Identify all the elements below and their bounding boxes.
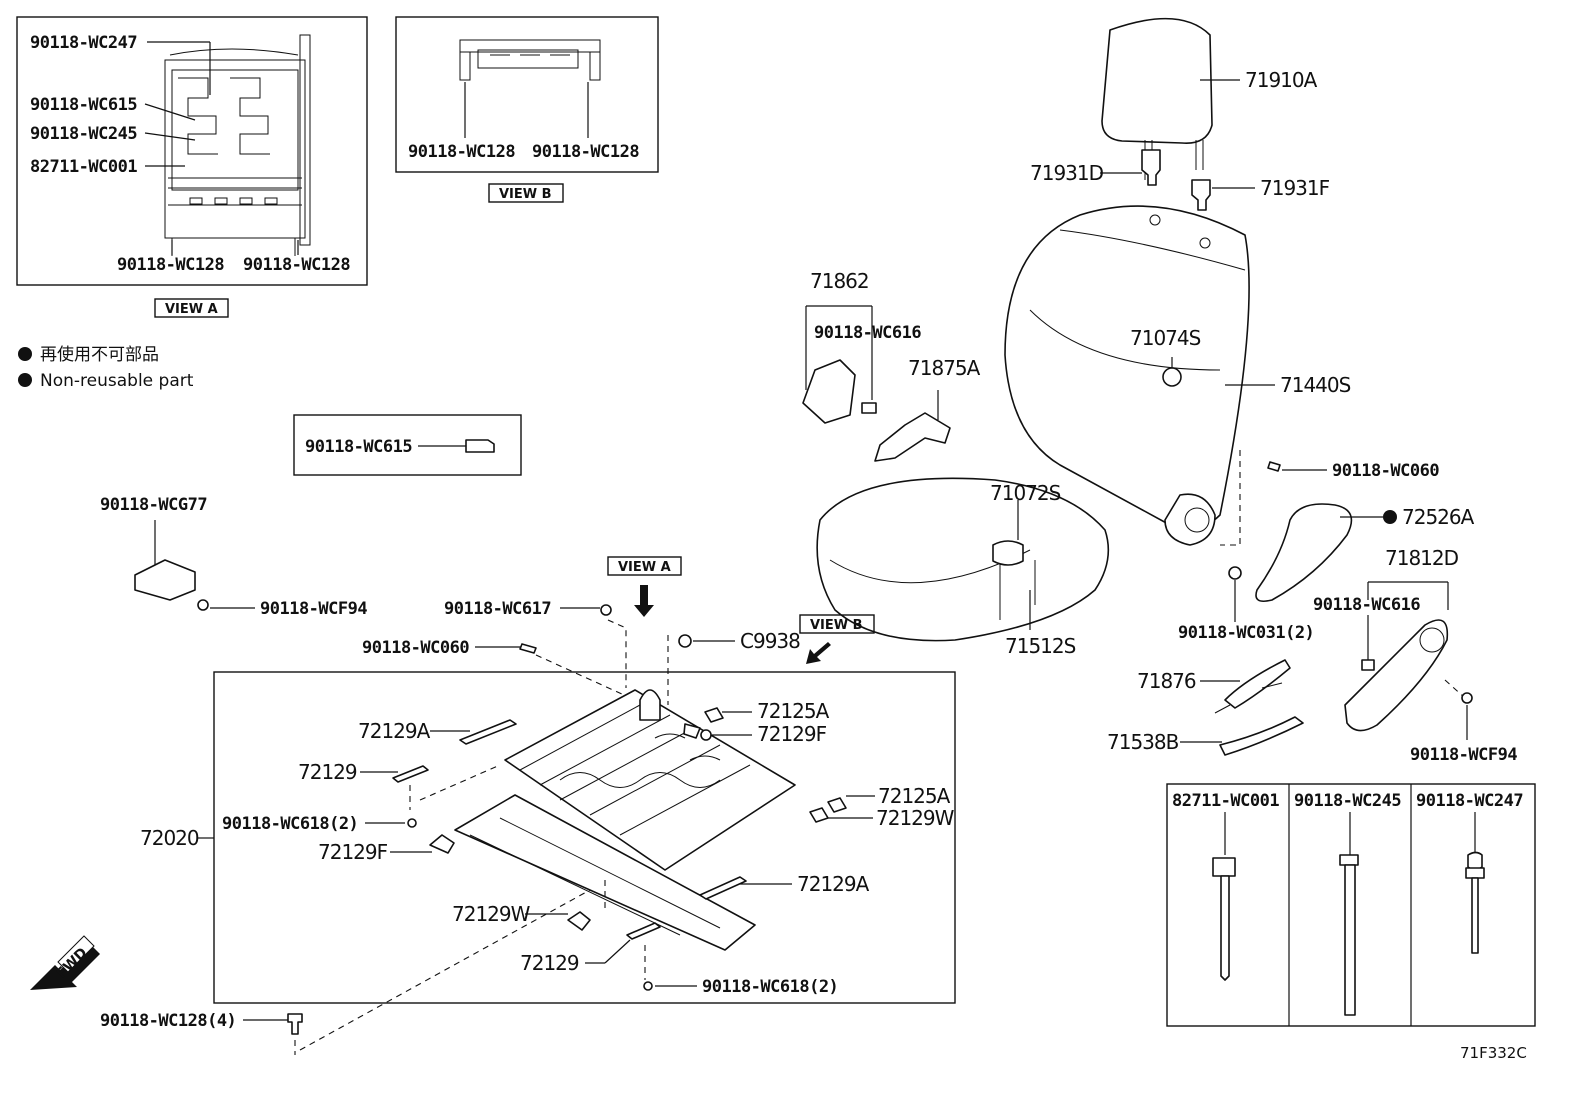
callout-C9938: C9938	[740, 629, 800, 653]
callout-va-wc247: 90118-WC247	[30, 33, 137, 53]
callout-va-wc128-left: 90118-WC128	[117, 255, 224, 275]
callout-71931D: 71931D	[1030, 161, 1104, 185]
ties-table: 82711-WC001 90118-WC245 90118-WC247	[1166, 783, 1536, 1027]
callout-71072S: 71072S	[990, 481, 1061, 505]
callout-71910A: 71910A	[1245, 68, 1318, 92]
view-b-arrow-label: VIEW B	[810, 618, 863, 633]
view-a-inset: 90118-WC247 90118-WC615 90118-WC245 8271…	[16, 16, 368, 286]
callout-72125A-top: 72125A	[757, 699, 830, 723]
callout-71862-wc616: 90118-WC616	[814, 323, 921, 343]
callout-72129-bottom: 72129	[520, 951, 579, 975]
callout-vb-wc128-left: 90118-WC128	[408, 142, 515, 162]
callout-wc128-4: 90118-WC128(4)	[100, 1011, 236, 1031]
callout-wc617: 90118-WC617	[444, 599, 551, 619]
callout-wc060-left: 90118-WC060	[362, 638, 469, 658]
callout-va-wc615: 90118-WC615	[30, 95, 137, 115]
callout-wc031: 90118-WC031(2)	[1178, 623, 1314, 643]
callout-72129A-top: 72129A	[358, 719, 431, 743]
callout-72020: 72020	[140, 826, 199, 850]
callout-72129-left: 72129	[298, 760, 357, 784]
callout-71812D-wc616: 90118-WC616	[1313, 595, 1420, 615]
callout-72526A: 72526A	[1402, 505, 1475, 529]
diagram-code: 71F332C	[1460, 1044, 1527, 1062]
callout-va-wc001: 82711-WC001	[30, 157, 137, 177]
callout-box-wc615: 90118-WC615	[305, 437, 412, 457]
view-a-arrow-label: VIEW A	[618, 560, 671, 575]
callout-wc060-right: 90118-WC060	[1332, 461, 1439, 481]
table-wc001: 82711-WC001	[1172, 791, 1279, 811]
callout-71812D: 71812D	[1385, 546, 1459, 570]
callout-72129W-right: 72129W	[876, 806, 955, 830]
seat-track-assembly	[454, 689, 796, 951]
callout-va-wc128-right: 90118-WC128	[243, 255, 350, 275]
table-wc245: 90118-WC245	[1294, 791, 1401, 811]
callout-71074S: 71074S	[1130, 326, 1201, 350]
callout-vb-wc128-right: 90118-WC128	[532, 142, 639, 162]
callout-va-wc245: 90118-WC245	[30, 124, 137, 144]
callout-wcg77: 90118-WCG77	[100, 495, 207, 515]
legend: 再使用不可部品 Non-reusable part	[18, 344, 194, 391]
callout-wc618-left: 90118-WC618(2)	[222, 814, 358, 834]
legend-jp: 再使用不可部品	[40, 344, 159, 365]
callout-71862: 71862	[810, 269, 869, 293]
callout-72129F-top: 72129F	[757, 722, 827, 746]
table-wc247: 90118-WC247	[1416, 791, 1523, 811]
callout-71512S: 71512S	[1005, 634, 1076, 658]
headrest-71910A	[1101, 17, 1240, 180]
callout-72129F-left: 72129F	[318, 840, 388, 864]
callout-71440S: 71440S	[1280, 373, 1351, 397]
callout-71875A: 71875A	[908, 356, 981, 380]
callout-72129A-bottom: 72129A	[797, 872, 870, 896]
callout-71876: 71876	[1137, 669, 1196, 693]
callout-72125A-right: 72125A	[878, 784, 951, 808]
callout-71931F: 71931F	[1260, 176, 1330, 200]
legend-en: Non-reusable part	[40, 371, 194, 391]
view-a-label: VIEW A	[165, 302, 218, 317]
callout-wcf94-right: 90118-WCF94	[1410, 745, 1517, 765]
fwd-arrow: FWD	[30, 935, 100, 990]
view-b-inset: 90118-WC128 90118-WC128	[395, 16, 659, 173]
callout-72129W-bottom: 72129W	[452, 902, 531, 926]
seat-back	[1004, 205, 1250, 546]
callout-wc618-bottom: 90118-WC618(2)	[702, 977, 838, 997]
callout-71538B: 71538B	[1107, 730, 1179, 754]
seat-cushion	[816, 477, 1110, 642]
view-b-label: VIEW B	[499, 187, 552, 202]
callout-wcf94-left: 90118-WCF94	[260, 599, 367, 619]
